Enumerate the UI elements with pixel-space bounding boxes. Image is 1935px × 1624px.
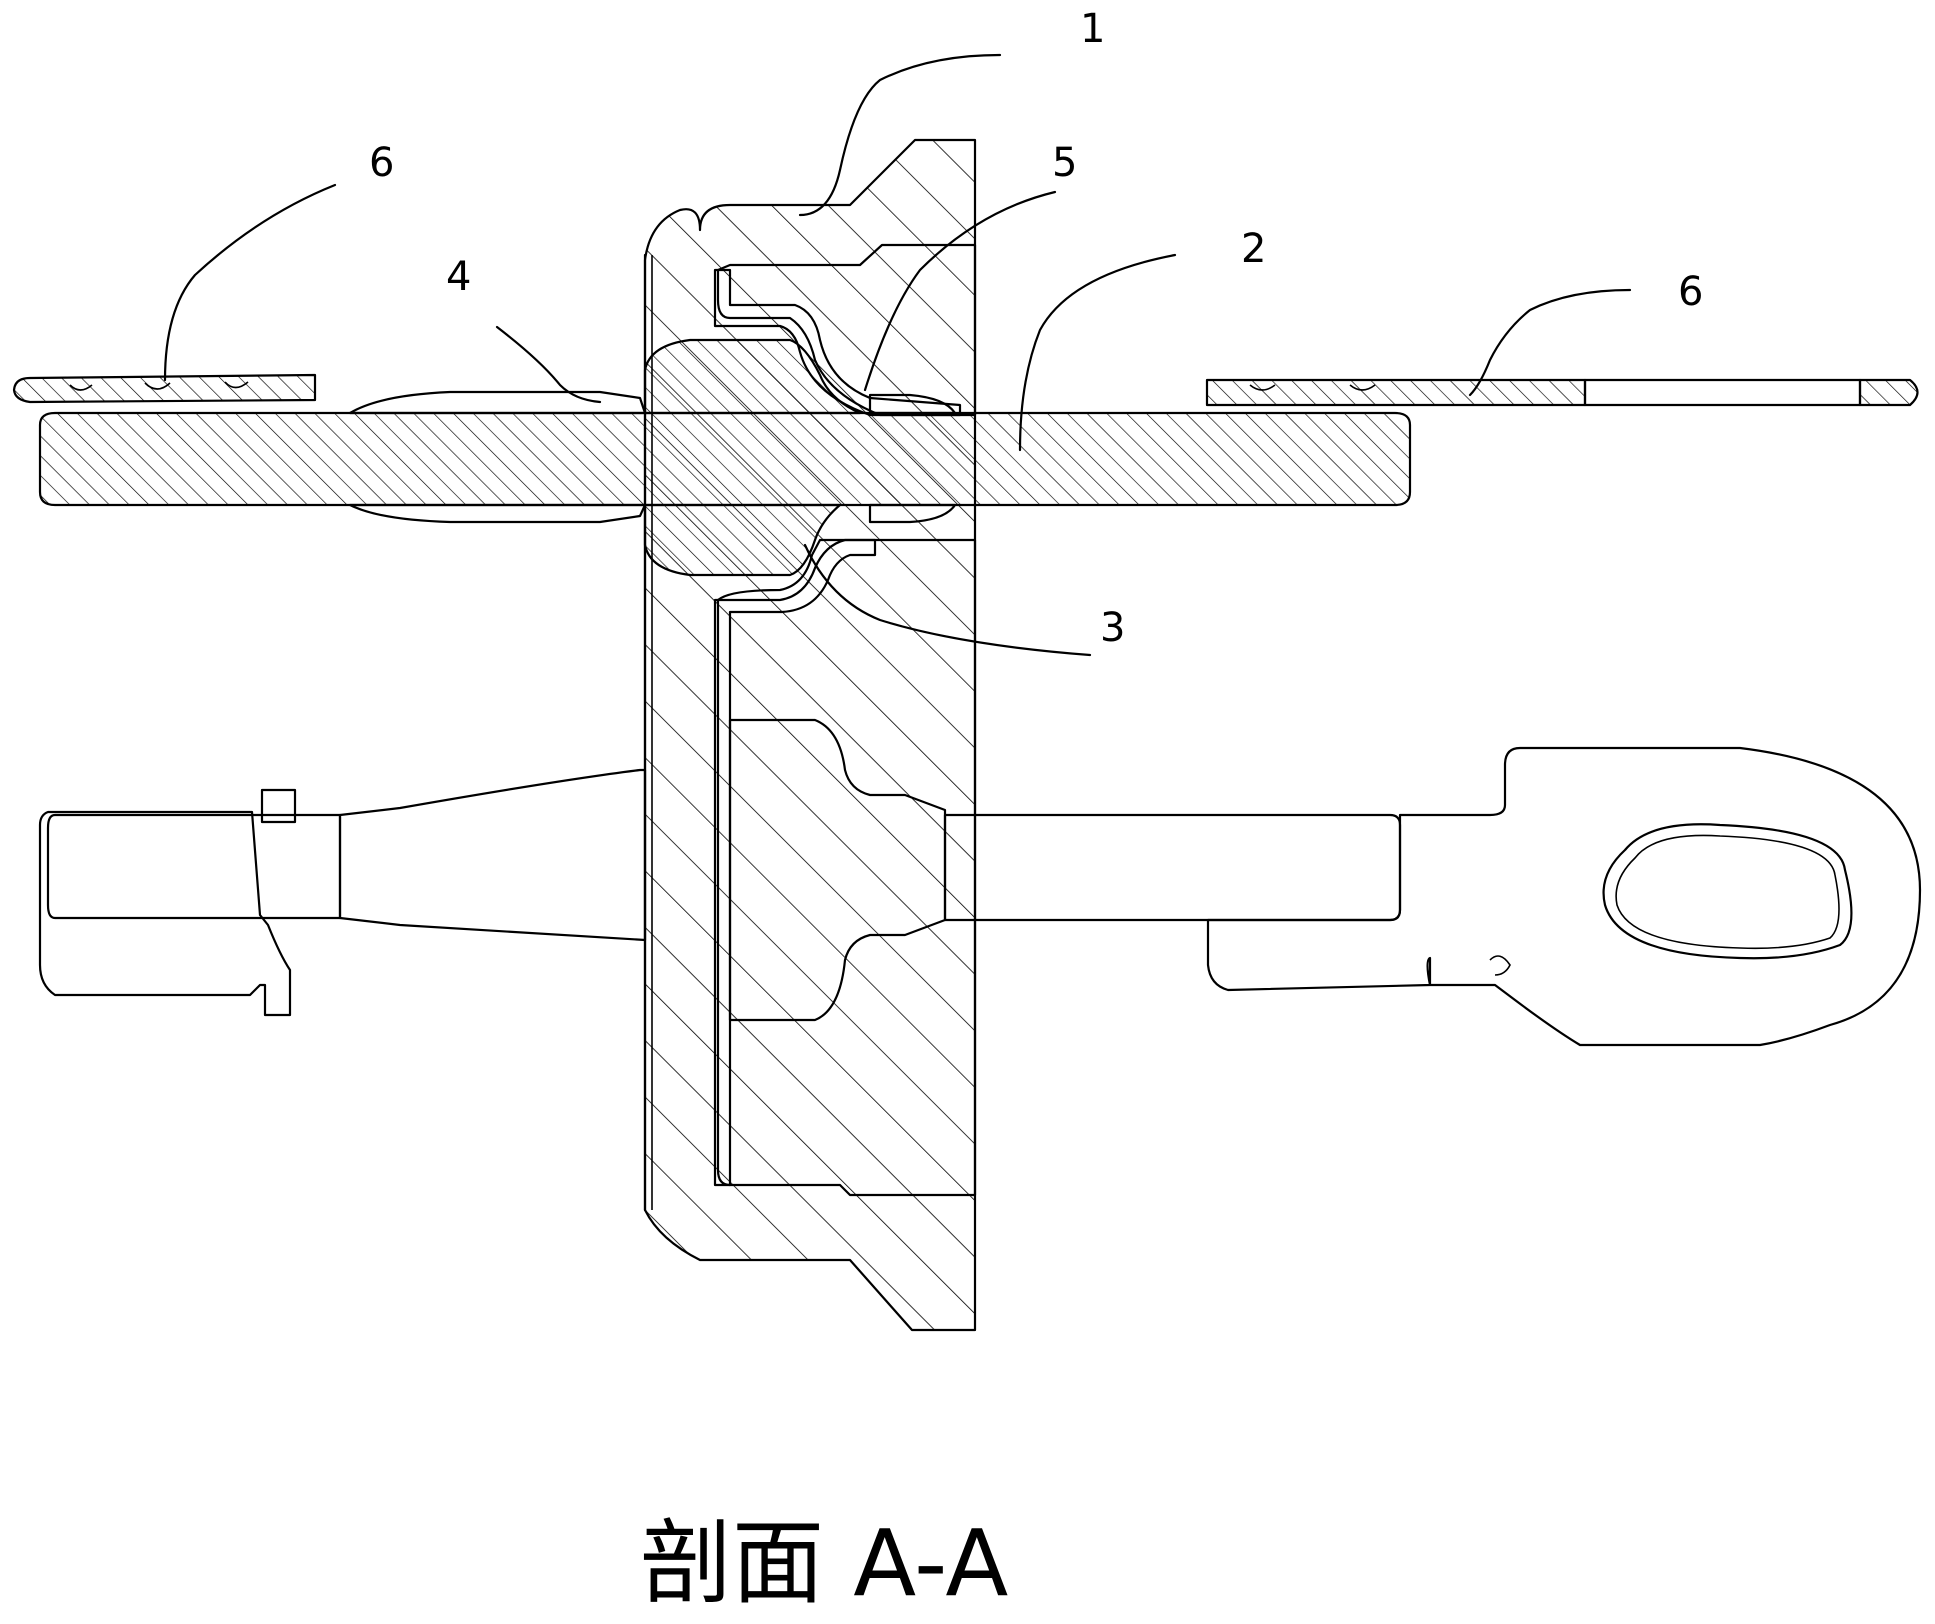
- label-5: 5: [1052, 140, 1077, 186]
- lower-hardware: [38, 718, 1922, 1047]
- seal-layer: [713, 268, 962, 1187]
- label-2: 2: [1241, 226, 1266, 272]
- plate-part-6-right: [1205, 378, 1919, 407]
- leader-4: [495, 325, 602, 404]
- sleeve-part-4: [348, 338, 957, 577]
- plate-part-6-left: [12, 373, 317, 404]
- leader-6-left: [163, 183, 337, 382]
- leader-1: [798, 53, 1002, 217]
- label-3: 3: [1100, 605, 1125, 651]
- shaft-part-2: [38, 411, 1412, 507]
- leader-5: [863, 190, 1057, 392]
- label-6-right: 6: [1678, 269, 1703, 315]
- leader-lines: [163, 53, 1632, 657]
- label-6-left: 6: [369, 140, 394, 186]
- label-4: 4: [446, 254, 471, 300]
- figure-caption: 剖面 A-A: [640, 1510, 1008, 1617]
- leader-3: [803, 543, 1092, 657]
- housing-part-1: [643, 138, 977, 1332]
- leader-2: [1018, 253, 1177, 452]
- label-1: 1: [1080, 6, 1105, 52]
- leader-6-right: [1468, 288, 1632, 397]
